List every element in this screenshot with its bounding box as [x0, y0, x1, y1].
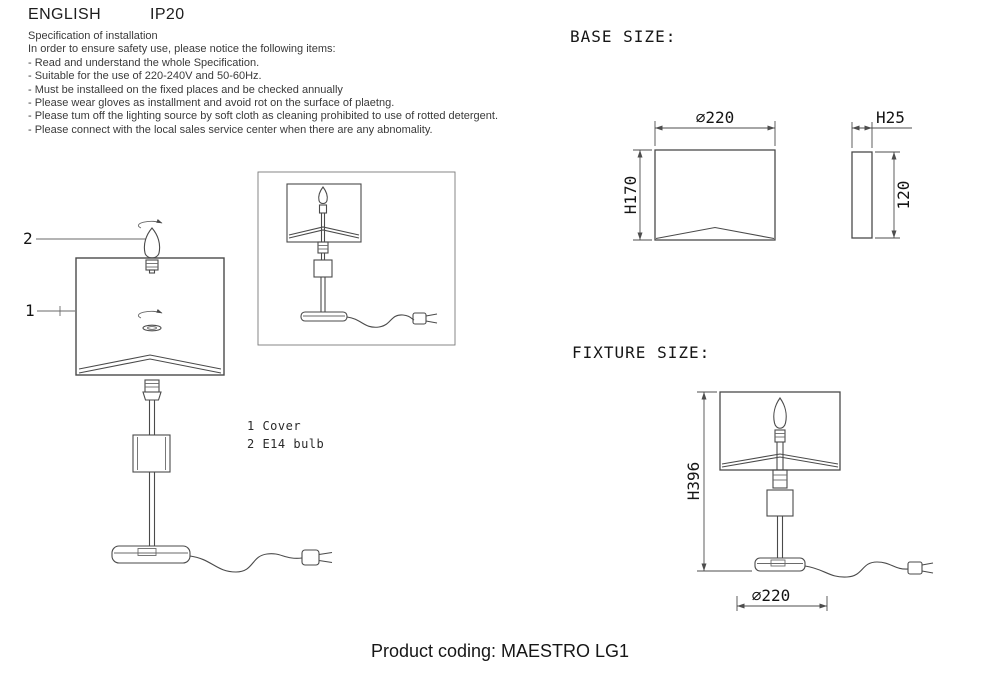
stem-drawing: [148, 472, 156, 546]
spec-item: - Suitable for the use of 220-240V and 5…: [28, 70, 262, 83]
dim-label-fixture-diameter: ⌀220: [752, 586, 791, 605]
rotate-arrow-bulb-icon: [137, 219, 163, 229]
inset-assembled-view: [257, 171, 456, 346]
inset-base: [300, 311, 348, 322]
language-label: ENGLISH: [28, 6, 102, 23]
fixture-lamp-drawing: [719, 391, 934, 578]
spec-item: - Please tum off the lighting source by …: [28, 110, 499, 123]
callout-cover-number: 1: [25, 301, 35, 320]
inset-cord: [346, 314, 415, 328]
dim-label-side-height: 120: [894, 181, 913, 210]
legend-cover: 1 Cover: [247, 419, 302, 433]
spec-intro: In order to ensure safety use, please no…: [28, 43, 336, 56]
inset-bulb: [318, 186, 328, 205]
dim-label-side-depth: H25: [876, 108, 905, 127]
base-front-view: [654, 149, 776, 241]
legend-bulb: 2 E14 bulb: [247, 437, 325, 451]
spec-item: - Must be installeed on the fixed places…: [28, 83, 343, 96]
ip-rating-label: IP20: [150, 6, 185, 23]
bulb-drawing: [143, 227, 161, 274]
dim-fixture-diameter: ⌀220: [736, 586, 828, 611]
base-side-view: [851, 151, 873, 239]
dim-label-fixture-height: H396: [684, 462, 703, 501]
cylinder-drawing: [132, 434, 171, 473]
product-coding: Product coding: MAESTRO LG1: [370, 641, 630, 661]
dim-label-front-diameter: ⌀220: [696, 108, 735, 127]
spec-title: Specification of installation: [28, 30, 158, 42]
dim-side-depth: H25: [851, 108, 912, 148]
spec-item: - Please wear gloves as installment and …: [28, 97, 395, 110]
base-size-drawing: ⌀220 H170 H25 120: [621, 108, 913, 241]
cord-plug-drawing: [189, 549, 333, 573]
specification-block: Specification of installation In order t…: [28, 30, 548, 137]
fixture-shade: [719, 391, 841, 471]
dim-front-diameter: ⌀220: [654, 108, 776, 146]
callout-bulb: 2: [23, 229, 146, 248]
dim-label-front-height: H170: [621, 176, 640, 215]
assembly-diagram: 2 1: [23, 171, 456, 573]
callout-cover: 1: [25, 301, 75, 320]
fixture-size-drawing: H396 ⌀220: [684, 391, 934, 611]
dim-side-height: 120: [875, 151, 913, 239]
fixture-bulb: [773, 397, 787, 429]
fixture-cord: [804, 561, 909, 578]
shade-drawing: [75, 257, 225, 376]
inset-plug: [412, 312, 427, 325]
dim-fixture-height: H396: [684, 391, 752, 572]
fixture-base: [754, 557, 806, 572]
fixture-size-title: FIXTURE SIZE:: [572, 343, 711, 362]
fixture-plug: [907, 561, 923, 575]
spec-item: - Please connect with the local sales se…: [28, 123, 433, 136]
callout-bulb-number: 2: [23, 229, 33, 248]
socket-drawing: [142, 379, 162, 435]
base-drawing: [111, 545, 191, 564]
dim-front-height: H170: [621, 149, 652, 241]
base-size-title: BASE SIZE:: [570, 27, 677, 46]
spec-item: - Read and understand the whole Specific…: [28, 56, 260, 69]
ring-drawing: [137, 309, 163, 332]
